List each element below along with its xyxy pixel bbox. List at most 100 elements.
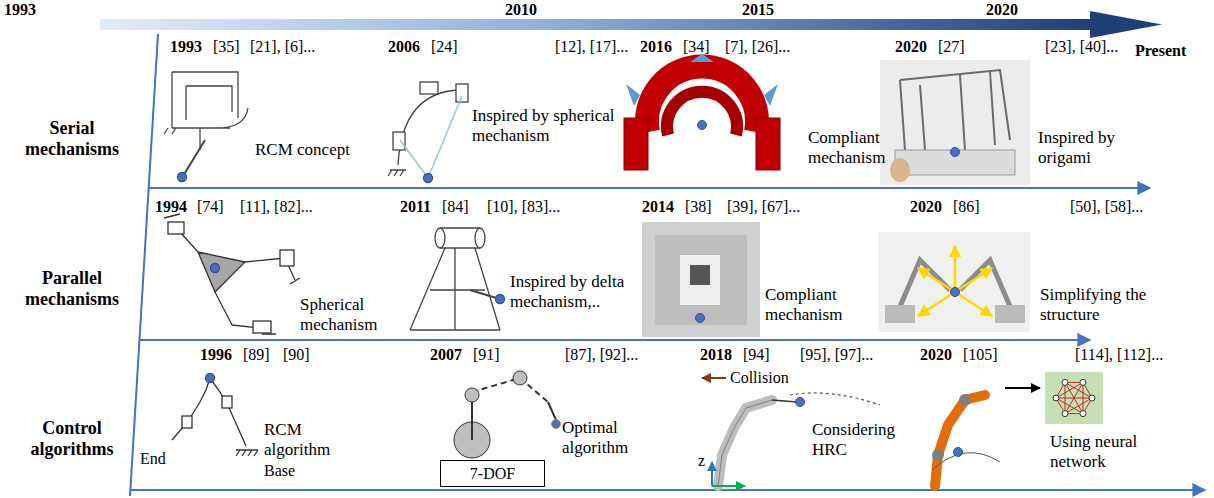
row-axes-part [130, 34, 158, 496]
seven-dof-robot-sketch-part [465, 388, 479, 402]
rcm-concept-sketch-part [178, 173, 187, 182]
year: 2006 [388, 38, 420, 56]
delta-sketch-part [475, 228, 485, 248]
hrc-robot-sketch-part [718, 400, 772, 486]
compliant-serial-sketch-part [690, 54, 714, 62]
part-label: Collision [730, 369, 789, 387]
time-axis-part [100, 19, 1092, 30]
origami-photo-part [890, 158, 910, 182]
axis-label: z [698, 452, 705, 470]
neural-robot-sketch-part [935, 395, 985, 486]
reference: [10], [83]... [487, 198, 560, 216]
spherical-parallel-sketch-part [168, 222, 184, 234]
seven-dof-robot-sketch-part [548, 402, 556, 420]
reference: [11], [82]... [240, 198, 313, 216]
year: 2018 [700, 346, 732, 364]
simplified-parallel-photo-part-part [918, 268, 955, 292]
neural-robot-sketch-part [959, 394, 971, 406]
caption: Inspired by delta mechanism,.. [510, 272, 635, 311]
neural-robot-sketch-part-part [1062, 379, 1068, 385]
spherical-serial-sketch [388, 82, 468, 183]
spherical-serial-sketch-part [400, 96, 462, 178]
reference: [7], [26]... [725, 38, 790, 56]
reference: [95], [97]... [800, 346, 873, 364]
caption: RCM algorithm [264, 420, 339, 459]
simplified-parallel-photo-part-part [955, 268, 992, 292]
row-label: Control algorithms [2, 418, 142, 459]
caption: Inspired by origami [1038, 128, 1133, 167]
caption: Compliant mechanism [808, 128, 903, 167]
reference: [89] [243, 346, 270, 364]
compliant-serial-sketch-part [764, 84, 778, 106]
row-axes-part [140, 339, 1091, 341]
reference: [24] [431, 38, 458, 56]
seven-dof-robot-sketch [454, 371, 561, 458]
rcm-concept-sketch-part [183, 140, 205, 176]
spherical-serial-sketch-part [398, 90, 460, 165]
neural-robot-sketch-part-part [1089, 395, 1095, 401]
reference: [114], [112]... [1075, 346, 1163, 364]
delta-sketch [410, 228, 505, 330]
year: 2016 [640, 38, 672, 56]
reference: [34] [683, 38, 710, 56]
delta-sketch-part [435, 228, 445, 248]
spherical-serial-sketch-part [420, 82, 438, 94]
compliant-serial-sketch-part [756, 118, 780, 170]
compliant-parallel-photo-part [690, 265, 710, 285]
compliant-serial-sketch [624, 54, 780, 170]
time-axis-part [1090, 11, 1162, 38]
delta-sketch-part [496, 295, 505, 304]
reference: [90] [283, 346, 310, 364]
spherical-parallel-sketch-part [280, 250, 294, 266]
row-label: Serial mechanisms [2, 118, 142, 159]
compliant-parallel-photo-part [655, 235, 747, 325]
hrc-robot-sketch-part [702, 377, 726, 379]
caption: Using neural network [1050, 432, 1150, 471]
seven-dof-robot-sketch-part [552, 420, 561, 429]
neural-robot-sketch-part-part [1062, 411, 1068, 417]
compliant-parallel-photo [642, 222, 760, 337]
part-label: Base [264, 462, 295, 480]
delta-sketch-part [440, 228, 480, 248]
spherical-serial-sketch-part [388, 170, 406, 176]
spherical-serial-sketch-part [424, 174, 433, 183]
row-label: Parallel mechanisms [2, 268, 142, 309]
rcm-concept-sketch [164, 72, 248, 182]
year: 2011 [400, 198, 431, 216]
simplified-parallel-photo-part-part [955, 292, 992, 316]
hrc-robot-sketch-part [718, 400, 772, 486]
simplified-parallel-photo-part-part [918, 292, 955, 316]
hrc-robot-sketch-part [711, 462, 713, 486]
year: 2007 [430, 346, 462, 364]
compliant-serial-sketch-part [667, 92, 737, 135]
caption: RCM concept [255, 140, 350, 160]
neural-robot-sketch-part [1045, 372, 1103, 424]
year-label: 1993 [4, 1, 36, 19]
neural-robot-sketch-part [1056, 382, 1092, 413]
simplified-parallel-photo [878, 232, 1030, 332]
year-label: Present [1135, 42, 1186, 60]
hrc-robot-sketch-part [772, 400, 797, 402]
reference: [87], [92]... [565, 346, 638, 364]
caption: Inspired by spherical mechanism [472, 106, 642, 145]
caption: Simplifying the structure [1040, 285, 1170, 324]
delta-sketch-part [410, 248, 500, 330]
hrc-robot-sketch-part [796, 398, 805, 407]
spherical-parallel-sketch [164, 214, 300, 334]
spherical-parallel-sketch-part [172, 222, 295, 328]
simplified-parallel-photo-part-part [954, 246, 957, 292]
reference: [50], [58]... [1070, 198, 1143, 216]
reference: [23], [40]... [1045, 38, 1118, 56]
reference: [39], [67]... [727, 198, 800, 216]
simplified-parallel-photo-part [918, 246, 992, 316]
rcm-algorithm-sketch-part [222, 396, 232, 408]
origami-photo-part [951, 148, 960, 157]
spherical-serial-sketch-part [393, 132, 405, 150]
spherical-parallel-sketch-part [253, 321, 271, 333]
simplified-parallel-photo-part [995, 305, 1025, 323]
year-label: 2020 [986, 1, 1018, 19]
rcm-algorithm-sketch-part [206, 374, 215, 383]
origami-photo-part [900, 70, 1010, 150]
compliant-serial-sketch-part [626, 84, 640, 106]
rcm-concept-sketch-part [164, 72, 248, 150]
